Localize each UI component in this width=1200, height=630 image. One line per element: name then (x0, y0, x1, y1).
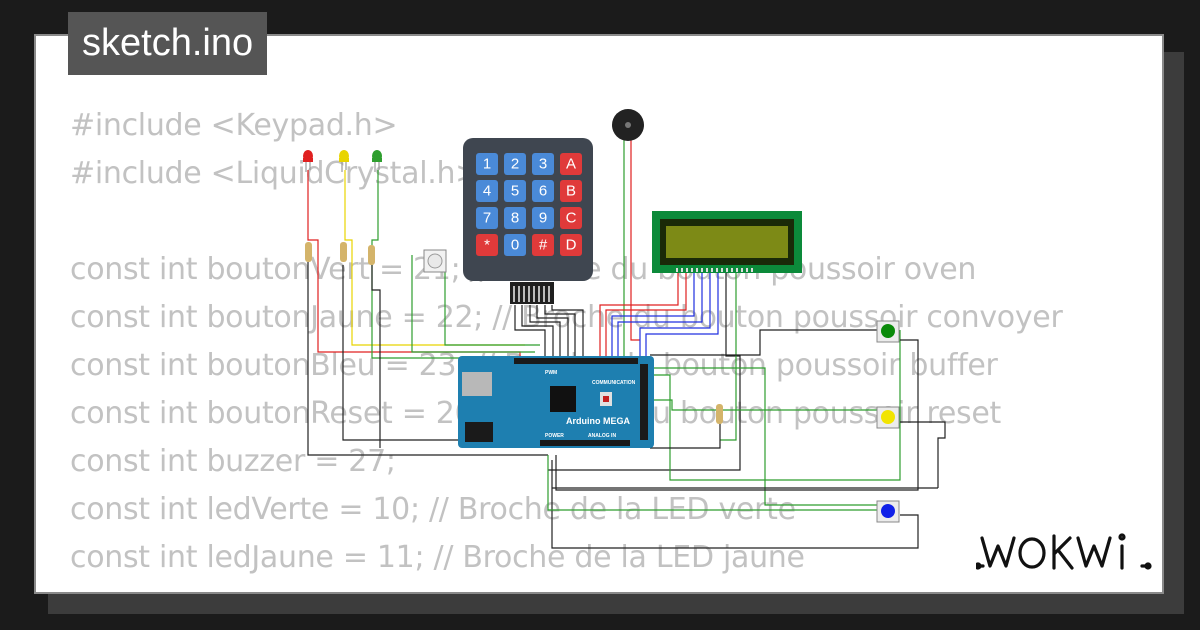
keypad-key[interactable]: * (476, 234, 498, 256)
keypad-key-label: 4 (483, 183, 491, 200)
board-label: Arduino MEGA (566, 416, 630, 426)
resistors (305, 242, 723, 424)
code-line: const int buzzer = 27; (70, 444, 396, 479)
blue-pushbutton[interactable] (876, 500, 900, 523)
code-line: const int ledJaune = 11; // Broche de la… (70, 540, 805, 575)
keypad-key[interactable]: 2 (504, 153, 526, 175)
keypad[interactable]: 1 2 3 A 4 5 6 B 7 8 9 C * 0 # D (463, 138, 593, 304)
keypad-key-label: # (539, 237, 548, 254)
keypad-key-label: 7 (483, 210, 491, 227)
board-power-label: POWER (545, 433, 564, 439)
keypad-key-label: D (566, 237, 577, 254)
yellow-led (339, 150, 349, 172)
pushbutton-group (876, 320, 900, 523)
keypad-key[interactable]: B (560, 180, 582, 202)
keypad-key-label: C (566, 210, 577, 227)
keypad-key-label: 5 (511, 183, 519, 200)
keypad-key-label: A (566, 156, 576, 173)
resistor-red (305, 242, 312, 262)
buzzer (612, 109, 644, 141)
keypad-key[interactable]: 8 (504, 207, 526, 229)
keypad-key[interactable]: A (560, 153, 582, 175)
board-analog-label: ANALOG IN (588, 433, 616, 439)
arduino-mega-board: Arduino MEGA PWM COMMUNICATION POWER ANA… (458, 356, 654, 448)
code-line: const int ledVerte = 10; // Broche de la… (70, 492, 796, 527)
red-led (303, 150, 313, 172)
keypad-key-label: 9 (539, 210, 547, 227)
keypad-key-label: 2 (511, 156, 519, 173)
keypad-key-label: * (484, 237, 490, 254)
keypad-key[interactable]: 6 (532, 180, 554, 202)
resistor-buzzer (716, 404, 723, 424)
file-title: sketch.ino (68, 12, 268, 75)
keypad-key[interactable]: # (532, 234, 554, 256)
code-line: const int ledRouge = 12; // Broche de la… (70, 582, 1063, 592)
yellow-pushbutton[interactable] (876, 406, 900, 429)
resistor-green (368, 245, 375, 265)
green-led (372, 150, 382, 172)
keypad-key[interactable]: C (560, 207, 582, 229)
green-pushbutton[interactable] (876, 320, 900, 343)
keypad-key[interactable]: D (560, 234, 582, 256)
led-group (303, 150, 382, 172)
keypad-key-label: 6 (539, 183, 547, 200)
keypad-key[interactable]: 3 (532, 153, 554, 175)
wokwi-logo (976, 533, 1152, 570)
preview-card: #include <Keypad.h>#include <LiquidCryst… (34, 34, 1164, 594)
keypad-key-label: 3 (539, 156, 547, 173)
code-line: const int boutonVert = 21; // Broche du … (70, 252, 977, 287)
keypad-key[interactable]: 7 (476, 207, 498, 229)
keypad-key[interactable]: 5 (504, 180, 526, 202)
keypad-key-label: 8 (511, 210, 519, 227)
code-listing: #include <Keypad.h>#include <LiquidCryst… (70, 102, 1063, 592)
board-comm-label: COMMUNICATION (592, 380, 636, 386)
lcd-display (652, 211, 802, 273)
keypad-key-label: 0 (511, 237, 519, 254)
board-pwm-label: PWM (545, 370, 557, 376)
reset-pushbutton[interactable] (423, 249, 447, 273)
keypad-key[interactable]: 9 (532, 207, 554, 229)
code-line: #include <Keypad.h> (70, 108, 398, 143)
keypad-key[interactable]: 1 (476, 153, 498, 175)
keypad-key[interactable]: 0 (504, 234, 526, 256)
keypad-key-label: 1 (483, 156, 491, 173)
keypad-key[interactable]: 4 (476, 180, 498, 202)
wires (307, 140, 946, 549)
resistor-yellow (340, 242, 347, 262)
keypad-key-label: B (566, 183, 576, 200)
